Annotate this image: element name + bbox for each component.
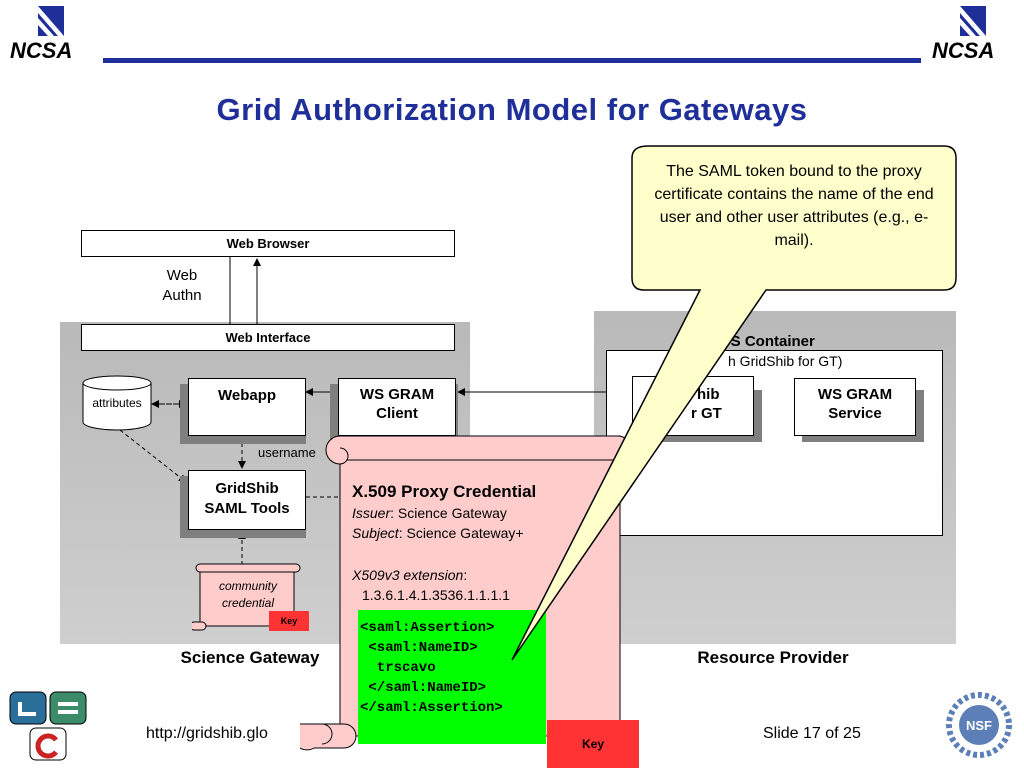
community-credential-line1: community bbox=[218, 579, 277, 593]
saml-line-5: </saml:Assertion> bbox=[360, 700, 503, 716]
header-rule bbox=[103, 58, 921, 63]
gridshib-gt-line2: r GT bbox=[691, 405, 722, 422]
gridshib-logo-icon bbox=[9, 691, 87, 761]
community-credential-scroll: community credential bbox=[189, 562, 312, 632]
nsf-logo: NSF bbox=[944, 690, 1014, 760]
ncsa-emblem-icon bbox=[38, 6, 64, 36]
community-credential-line2: credential bbox=[221, 596, 275, 610]
ncsa-emblem-icon bbox=[960, 6, 986, 36]
ws-gram-service-box: WS GRAM Service bbox=[794, 378, 916, 436]
attributes-database: attributes bbox=[82, 375, 152, 431]
saml-line-1: <saml:Assertion> bbox=[360, 620, 495, 636]
issuer-value: : Science Gateway bbox=[390, 505, 507, 521]
attributes-label: attributes bbox=[92, 396, 142, 410]
callout-text: The SAML token bound to the proxy certif… bbox=[654, 163, 934, 249]
subject-label: Subject bbox=[352, 525, 399, 541]
extension-oid: 1.3.6.1.4.1.3536.1.1.1.1 bbox=[362, 587, 510, 603]
ws-gram-client-line2: Client bbox=[376, 405, 418, 422]
resource-provider-label: Resource Provider bbox=[697, 648, 849, 667]
web-authn-label: Web Authn bbox=[150, 266, 214, 306]
ws-gram-service-line2: Service bbox=[828, 405, 882, 422]
saml-line-2: <saml:NameID> bbox=[360, 640, 478, 656]
gridshib-saml-line2: SAML Tools bbox=[204, 500, 290, 517]
science-gateway-label: Science Gateway bbox=[180, 648, 320, 667]
extension-label: X509v3 extension bbox=[352, 567, 464, 583]
issuer-label: Issuer bbox=[352, 505, 391, 521]
ws-gram-client-line1: WS GRAM bbox=[359, 386, 435, 403]
ncsa-logo-text-left: NCSA bbox=[10, 38, 73, 63]
gridshib-saml-tools-box: GridShib SAML Tools bbox=[188, 470, 306, 530]
container-subtitle: h GridShib for GT) bbox=[728, 353, 843, 369]
scroll-heading: X.509 Proxy Credential bbox=[352, 482, 537, 501]
extension-colon: : bbox=[463, 567, 468, 583]
gridshib-saml-line1: GridShib bbox=[215, 480, 279, 497]
scroll-extension: X509v3 extension: bbox=[352, 567, 467, 583]
slide-title: Grid Authorization Model for Gateways bbox=[216, 92, 808, 127]
scroll-issuer: Issuer: Science Gateway bbox=[352, 505, 507, 521]
ncsa-logo-left: NCSA bbox=[8, 4, 98, 64]
slide-number: Slide 17 of 25 bbox=[763, 725, 861, 742]
web-browser-label: Web Browser bbox=[226, 236, 310, 251]
ncsa-logo-right: NCSA bbox=[926, 4, 1016, 64]
key-badge-small: Key bbox=[269, 611, 309, 631]
web-authn-line2: Authn bbox=[162, 287, 202, 304]
gridshib-logo bbox=[8, 688, 90, 764]
saml-line-4: </saml:NameID> bbox=[360, 680, 487, 696]
web-browser-box: Web Browser bbox=[81, 230, 455, 257]
webapp-label: Webapp bbox=[217, 387, 277, 404]
ncsa-logo-text-right: NCSA bbox=[932, 38, 995, 63]
svg-text:NSF: NSF bbox=[966, 718, 992, 733]
community-credential-label: community credential bbox=[202, 578, 294, 612]
ws-gram-client-box: WS GRAM Client bbox=[338, 378, 456, 436]
scroll-subject: Subject: Science Gateway+ bbox=[352, 525, 524, 541]
saml-line-3: trscavo bbox=[360, 660, 436, 676]
subject-value: : Science Gateway+ bbox=[398, 525, 524, 541]
username-label: username bbox=[258, 445, 316, 460]
nsf-seal-icon: NSF bbox=[946, 692, 1012, 758]
gridshib-gt-line1: hib bbox=[697, 386, 720, 403]
webapp-box: Webapp bbox=[188, 378, 306, 436]
web-authn-line1: Web bbox=[166, 267, 198, 284]
key-badge: Key bbox=[547, 720, 639, 768]
database-cylinder-icon bbox=[82, 375, 152, 431]
web-interface-box: Web Interface bbox=[81, 324, 455, 351]
footer-url[interactable]: http://gridshib.glo bbox=[146, 725, 268, 742]
web-interface-label: Web Interface bbox=[225, 330, 311, 345]
saml-assertion-box: <saml:Assertion> <saml:NameID> trscavo <… bbox=[358, 610, 546, 744]
ws-gram-service-line1: WS GRAM bbox=[817, 386, 893, 403]
